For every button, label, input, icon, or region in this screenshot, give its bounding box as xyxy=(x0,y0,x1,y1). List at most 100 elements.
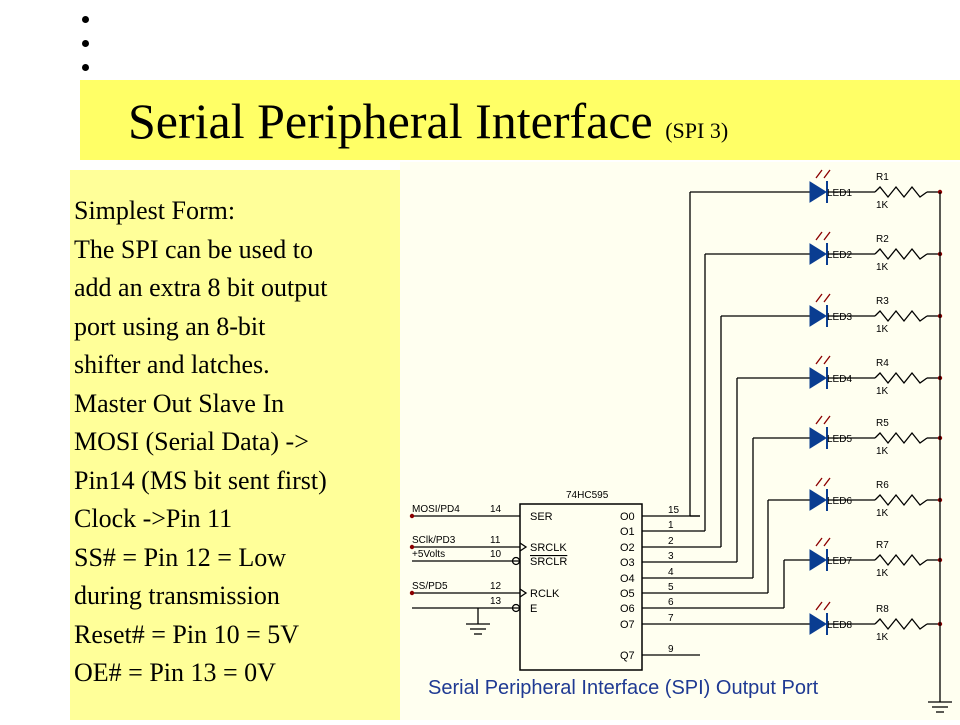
resistor-label: R3 xyxy=(876,296,889,307)
resistor-value: 1K xyxy=(876,324,889,335)
chip-body xyxy=(519,503,643,671)
led-icon xyxy=(809,305,827,327)
body-line: Simplest Form: xyxy=(74,196,236,225)
body-line: during transmission xyxy=(74,581,280,610)
resistor-label: R5 xyxy=(876,418,889,429)
chip-pin-right: O3 xyxy=(620,557,635,569)
led-emission-arrow xyxy=(815,293,823,303)
text-panel-background xyxy=(70,170,400,720)
chip-pin-right: O4 xyxy=(620,573,635,585)
resistor-icon xyxy=(874,493,928,507)
bullet-marks xyxy=(80,8,100,78)
chip-pin-left: SRCLK xyxy=(530,542,567,554)
chip-pin-right: O0 xyxy=(620,511,635,523)
inverting-bubble xyxy=(511,603,521,613)
body-line: Pin14 (MS bit sent first) xyxy=(74,465,327,495)
body-text: Simplest Form: The SPI can be used to add … xyxy=(74,192,404,693)
bullet-dot xyxy=(82,64,89,71)
led-icon xyxy=(809,427,827,449)
bullet-dot xyxy=(82,16,89,23)
chip-name: 74HC595 xyxy=(566,490,609,501)
title-band xyxy=(80,80,960,160)
led-emission-arrow xyxy=(823,231,831,241)
led-label: LED7 xyxy=(827,556,852,567)
led-icon xyxy=(809,489,827,511)
output-pin-number: 3 xyxy=(668,551,674,562)
output-pin-number: 7 xyxy=(668,613,674,624)
led-icon xyxy=(809,181,827,203)
input-pin-number: 12 xyxy=(490,581,502,592)
bullet-dot xyxy=(82,40,89,47)
chip-pin-right: O5 xyxy=(620,588,635,600)
chip-pin-right: O2 xyxy=(620,542,635,554)
led-label: LED3 xyxy=(827,312,852,323)
body-line: Clock ->Pin 11 xyxy=(74,504,233,533)
body-line: MOSI (Serial Data) -> xyxy=(74,427,309,456)
resistor-value: 1K xyxy=(876,568,889,579)
led-emission-arrow xyxy=(823,477,831,487)
body-line: Reset# = Pin 10 = 5V xyxy=(74,619,300,649)
output-pin-number: 4 xyxy=(668,567,674,578)
resistor-value: 1K xyxy=(876,200,889,211)
led-label: LED2 xyxy=(827,250,852,261)
input-pin-number: 10 xyxy=(490,549,502,560)
slide-title: Serial Peripheral Interface (SPI 3) xyxy=(128,96,728,146)
input-node xyxy=(409,544,415,550)
resistor-value: 1K xyxy=(876,262,889,273)
led-label: LED1 xyxy=(827,188,852,199)
led-emission-arrow xyxy=(815,169,823,179)
led-icon xyxy=(809,367,827,389)
resistor-label: R7 xyxy=(876,540,889,551)
led-emission-arrow xyxy=(815,601,823,611)
resistor-label: R8 xyxy=(876,604,889,615)
resistor-label: R6 xyxy=(876,480,889,491)
input-node xyxy=(409,590,415,596)
output-pin-number: 1 xyxy=(668,520,674,531)
led-label: LED4 xyxy=(827,374,852,385)
led-icon xyxy=(809,613,827,635)
led-emission-arrow xyxy=(823,169,831,179)
input-pin-number: 11 xyxy=(490,535,501,546)
body-line: add an extra 8 bit output xyxy=(74,273,328,302)
chip-pin-right: O1 xyxy=(620,526,635,538)
led-icon xyxy=(809,243,827,265)
input-node xyxy=(409,513,415,519)
clock-marker xyxy=(519,542,528,552)
output-pin-number: 2 xyxy=(668,536,674,547)
slide-title-suffix: (SPI 3) xyxy=(665,118,729,143)
chip-pin-left: RCLK xyxy=(530,588,560,600)
input-label: SClk/PD3 xyxy=(412,535,456,546)
output-pin-number: 6 xyxy=(668,597,674,608)
led-emission-arrow xyxy=(815,415,823,425)
output-pin-number: 9 xyxy=(668,644,674,655)
resistor-icon xyxy=(874,309,928,323)
spi-schematic: 74HC595SERSRCLKSRCLRRCLKE14MOSI/PD411SCl… xyxy=(409,169,952,713)
resistor-label: R1 xyxy=(876,172,889,183)
body-line: OE# = Pin 13 = 0V xyxy=(74,658,276,687)
resistor-icon xyxy=(874,553,928,567)
led-label: LED6 xyxy=(827,496,852,507)
resistor-icon xyxy=(874,185,928,199)
resistor-icon xyxy=(874,617,928,631)
input-pin-number: 13 xyxy=(490,596,502,607)
body-line: SS# = Pin 12 = Low xyxy=(74,542,287,572)
body-line: Master Out Slave In xyxy=(74,388,285,418)
chip-pin-left: SRCLR xyxy=(530,556,567,568)
inverting-bubble xyxy=(511,556,521,566)
input-label: MOSI/PD4 xyxy=(412,504,460,515)
chip-pin-left: SER xyxy=(530,511,553,523)
led-emission-arrow xyxy=(823,537,831,547)
resistor-icon xyxy=(874,247,928,261)
led-emission-arrow xyxy=(815,355,823,365)
chip-pin-right: O7 xyxy=(620,619,635,631)
led-emission-arrow xyxy=(823,415,831,425)
resistor-value: 1K xyxy=(876,446,889,457)
body-line: shifter and latches. xyxy=(74,350,270,379)
resistor-value: 1K xyxy=(876,386,889,397)
body-line: The SPI can be used to xyxy=(74,234,314,264)
led-icon xyxy=(809,549,827,571)
resistor-icon xyxy=(874,371,928,385)
led-emission-arrow xyxy=(823,601,831,611)
led-emission-arrow xyxy=(823,355,831,365)
